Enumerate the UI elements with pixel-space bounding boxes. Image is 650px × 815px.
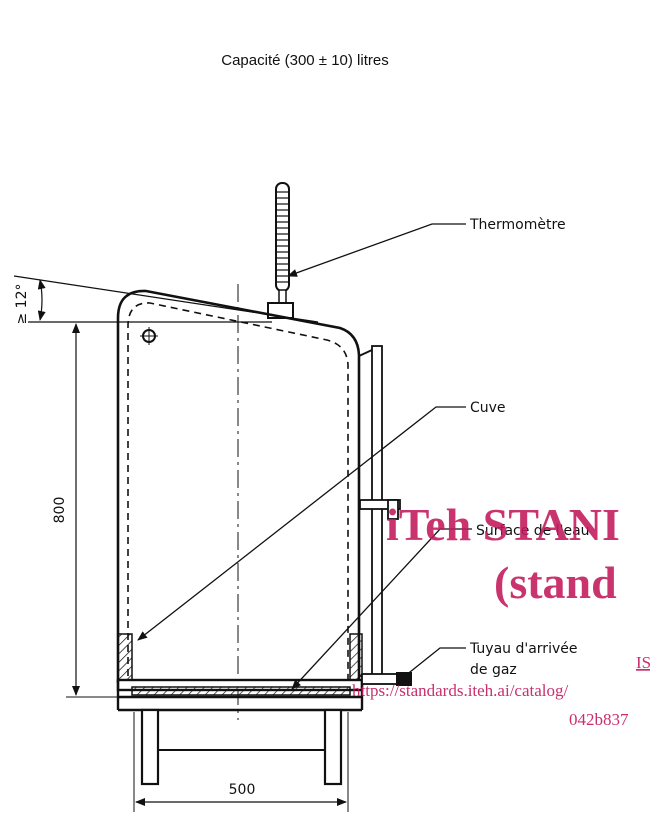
tank-body [116,289,361,683]
height-dimension [66,321,118,698]
label-gas-pipe-line2: de gaz [470,662,517,678]
watermark-line5: 042b837 [569,710,629,729]
label-gas-pipe-line1: Tuyau d'arrivée [469,641,577,657]
watermark-line1: iTeh STANI [386,499,620,550]
base-hatch [131,686,351,696]
diagram-title: Capacité (300 ± 10) litres [221,52,388,69]
label-tank: Cuve [470,400,506,416]
thermometer-icon [267,182,294,319]
width-dimension [133,712,349,812]
stand-legs [140,708,343,786]
watermark: iTeh STANI (stand IS https://standards.i… [352,499,650,729]
vent-hole-icon [140,327,158,345]
label-water-surface: Surface de l'eau [476,523,590,539]
height-dimension-label: 800 [52,497,68,524]
tank-inner-dashed [127,302,349,688]
leader-lines [137,223,472,690]
watermark-line2: (stand [494,557,617,608]
angle-dimension-label: ≥ 12° [14,284,30,325]
watermark-line3: IS [636,653,650,672]
gas-pipe [361,672,412,686]
watermark-line4: https://standards.iteh.ai/catalog/ [352,681,569,700]
width-dimension-label: 500 [229,782,256,798]
label-thermometer: Thermomètre [469,217,566,233]
